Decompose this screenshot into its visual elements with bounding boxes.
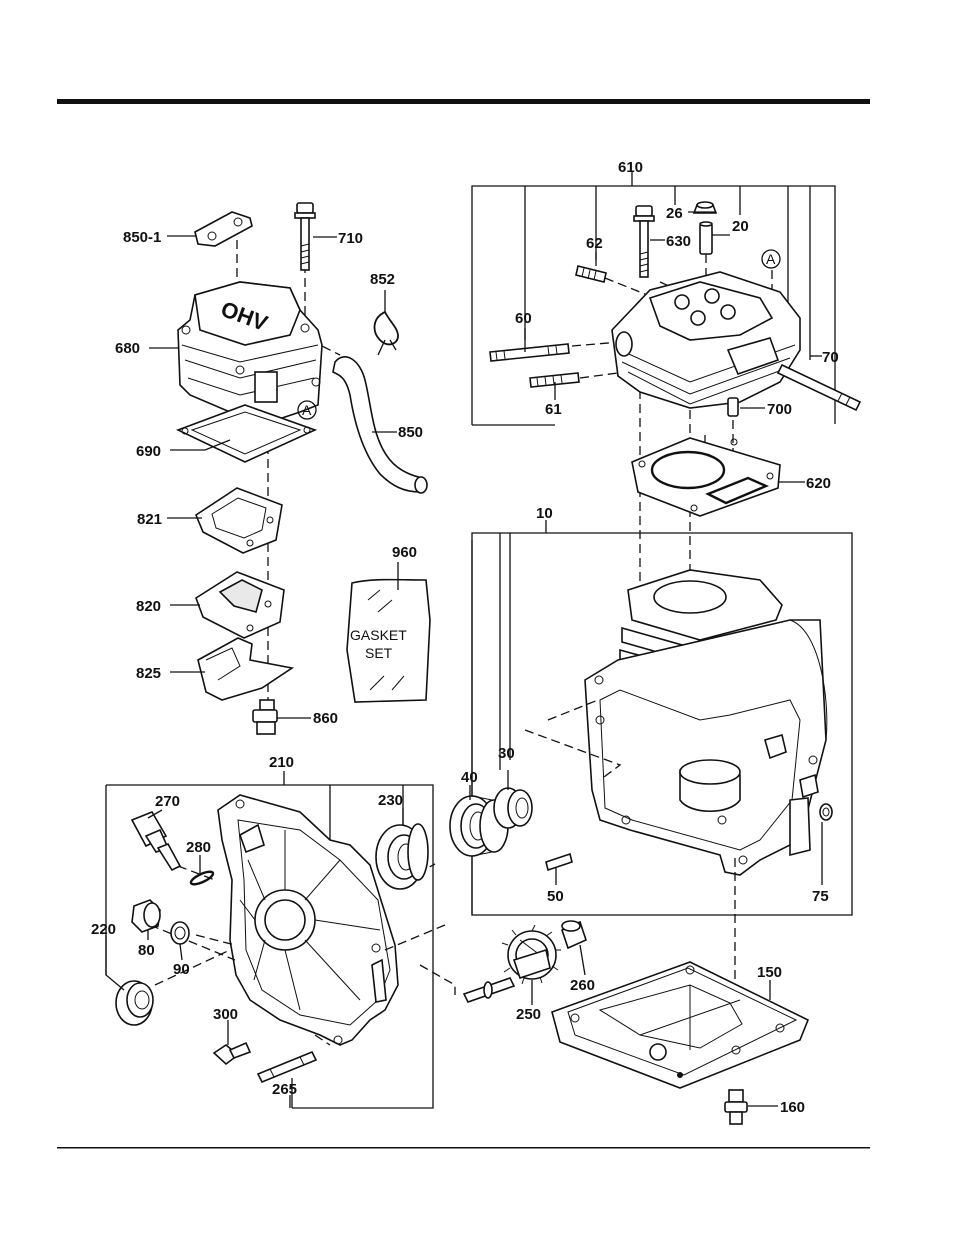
plate-850-1 [195, 212, 252, 246]
label-265: 265 [272, 1081, 297, 1098]
bolt-630 [634, 206, 654, 277]
label-300: 300 [213, 1006, 238, 1023]
label-710: 710 [338, 230, 363, 247]
dipstick-270 [132, 812, 180, 870]
label-610: 610 [618, 159, 643, 176]
seal-30 [494, 788, 532, 828]
marker-a-right: A [762, 250, 780, 268]
label-62: 62 [586, 235, 603, 252]
crankcase-10 [585, 570, 827, 875]
label-850-1: 850-1 [123, 229, 161, 246]
bearing-230 [376, 824, 428, 889]
label-250: 250 [516, 1006, 541, 1023]
label-260: 260 [570, 977, 595, 994]
label-60: 60 [515, 310, 532, 327]
washer-90 [171, 922, 189, 944]
bolt-160 [725, 1090, 747, 1124]
bracket-825 [198, 638, 292, 700]
label-30: 30 [498, 745, 515, 762]
gasket-set-960: GASKET SET [347, 580, 430, 702]
bolt-710 [295, 203, 315, 270]
label-230: 230 [378, 792, 403, 809]
footer-rule [57, 1147, 870, 1149]
stud-62 [576, 266, 606, 282]
label-160: 160 [780, 1099, 805, 1116]
rocker-cover-680: OHV [178, 282, 322, 422]
bolt-300 [214, 1043, 250, 1064]
label-860: 860 [313, 710, 338, 727]
pin-260 [562, 921, 586, 948]
label-80: 80 [138, 942, 155, 959]
label-700: 700 [767, 401, 792, 418]
label-26: 26 [666, 205, 683, 222]
plate-820 [196, 572, 284, 638]
label-280: 280 [186, 839, 211, 856]
label-960: 960 [392, 544, 417, 561]
plate-821 [196, 488, 282, 553]
label-852: 852 [370, 271, 395, 288]
ring-75 [820, 804, 832, 820]
label-70: 70 [822, 349, 839, 366]
label-270: 270 [155, 793, 180, 810]
label-220: 220 [91, 921, 116, 938]
label-821: 821 [137, 511, 162, 528]
label-820: 820 [136, 598, 161, 615]
dowel-50 [546, 854, 572, 870]
stud-60 [490, 344, 569, 361]
gasket-set-line1: GASKET [350, 627, 407, 643]
label-210: 210 [269, 754, 294, 771]
label-61: 61 [545, 401, 562, 418]
cover-plate-210 [218, 795, 398, 1045]
label-630: 630 [666, 233, 691, 250]
label-850: 850 [398, 424, 423, 441]
label-50: 50 [547, 888, 564, 905]
clip-852 [375, 312, 398, 355]
label-680: 680 [115, 340, 140, 357]
svg-text:A: A [302, 402, 312, 418]
guide-20 [700, 222, 712, 254]
bolt-860 [253, 700, 277, 734]
label-90: 90 [173, 961, 190, 978]
label-150: 150 [757, 964, 782, 981]
dowel-700 [728, 398, 738, 416]
header-rule [57, 99, 870, 104]
label-40: 40 [461, 769, 478, 786]
gear-250 [502, 925, 561, 984]
label-620: 620 [806, 475, 831, 492]
pin-265 [258, 1052, 316, 1082]
shaft-pin [464, 978, 514, 1002]
label-825: 825 [136, 665, 161, 682]
label-690: 690 [136, 443, 161, 460]
gasket-620 [632, 438, 780, 516]
label-75: 75 [812, 888, 829, 905]
svg-text:A: A [766, 251, 776, 267]
gasket-set-line2: SET [365, 645, 393, 661]
label-20: 20 [732, 218, 749, 235]
cylinder-head [612, 272, 800, 408]
label-10: 10 [536, 505, 553, 522]
plug-80 [132, 900, 160, 932]
crankcase-group [450, 520, 852, 1055]
